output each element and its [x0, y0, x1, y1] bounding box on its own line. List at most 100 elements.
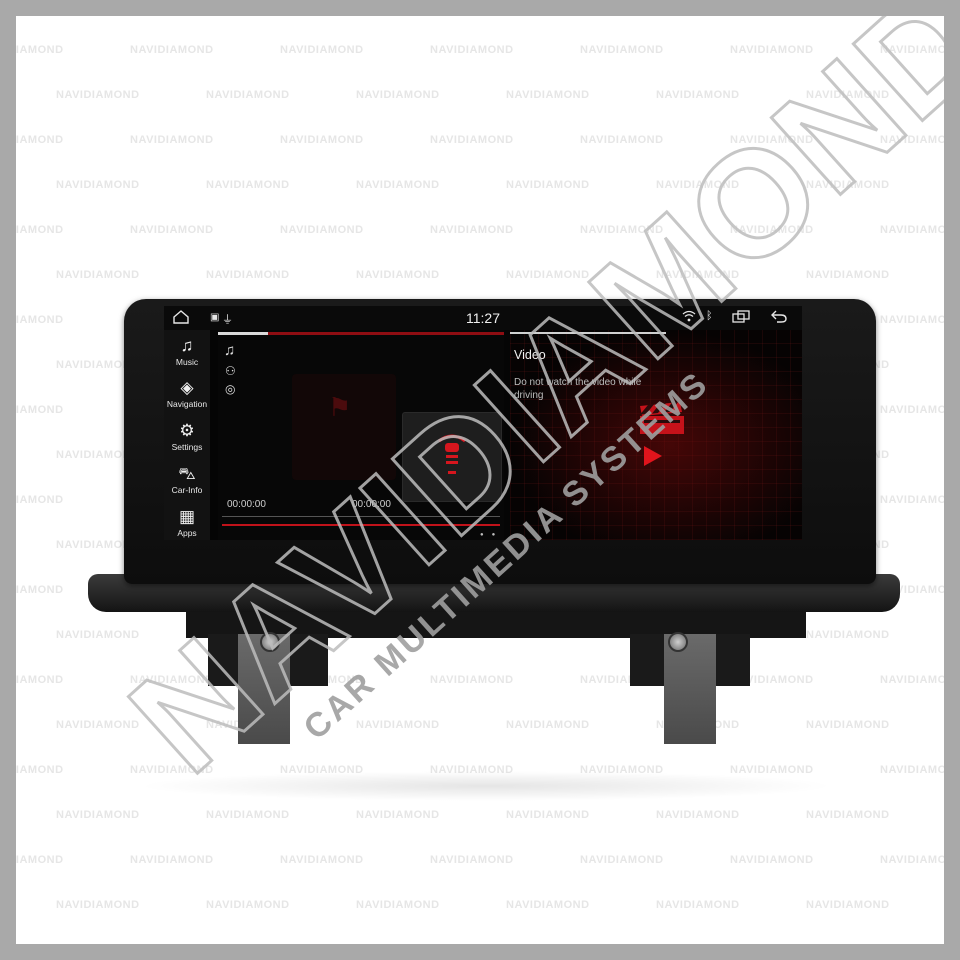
- album-cover-blurred: ⚑: [292, 374, 396, 480]
- watermark-text: NAVIDIAMOND: [16, 854, 64, 866]
- watermark-text: NAVIDIAMOND: [806, 89, 890, 101]
- seek-bar[interactable]: [222, 524, 500, 526]
- music-note-icon: ♫: [224, 342, 236, 359]
- clapperboard-icon: [632, 402, 688, 436]
- video-widget[interactable]: [510, 330, 802, 540]
- watermark-text: NAVIDIAMOND: [56, 269, 140, 281]
- app-sidebar: ♫ Music ◈ Navigation ⚙ Settings ⛍ Car-In…: [164, 330, 210, 540]
- watermark-text: NAVIDIAMOND: [430, 44, 514, 56]
- watermark-text: NAVIDIAMOND: [56, 809, 140, 821]
- watermark-text: NAVIDIAMOND: [56, 89, 140, 101]
- watermark-text: NAVIDIAMOND: [656, 179, 740, 191]
- watermark-text: NAVIDIAMOND: [430, 854, 514, 866]
- watermark-text: NAVIDIAMOND: [580, 44, 664, 56]
- album-icon: ◎: [225, 382, 236, 396]
- watermark-text: NAVIDIAMOND: [16, 584, 64, 596]
- gallery-icon: ▣: [210, 312, 220, 323]
- music-progress-fill: [218, 332, 268, 335]
- product-photo-frame: NAVIDIAMOND NAVIDIAMOND NAVIDIAMOND NAVIDIA…: [16, 16, 944, 944]
- watermark-text: NAVIDIAMOND: [806, 269, 890, 281]
- seek-track: [222, 516, 500, 517]
- watermark-text: NAVIDIAMOND: [656, 89, 740, 101]
- wifi-icon: [682, 310, 696, 325]
- watermark-text: NAVIDIAMOND: [656, 899, 740, 911]
- watermark-text: NAVIDIAMOND: [880, 404, 944, 416]
- watermark-text: NAVIDIAMOND: [656, 809, 740, 821]
- watermark-text: NAVIDIAMOND: [280, 44, 364, 56]
- watermark-text: NAVIDIAMOND: [506, 809, 590, 821]
- car-icon: ⛍: [178, 464, 196, 483]
- watermark-text: NAVIDIAMOND: [280, 854, 364, 866]
- artist-icon: ⚇: [225, 364, 236, 378]
- watermark-text: NAVIDIAMOND: [580, 224, 664, 236]
- watermark-text: NAVIDIAMOND: [506, 899, 590, 911]
- watermark-text: NAVIDIAMOND: [880, 494, 944, 506]
- watermark-text: NAVIDIAMOND: [730, 44, 814, 56]
- head-unit-screen: ▣ ⏚ 11:27 ᛒ ♫ Music ◈ Navigation: [164, 306, 802, 540]
- watermark-text: NAVIDIAMOND: [130, 134, 214, 146]
- watermark-text: NAVIDIAMOND: [806, 629, 890, 641]
- grid-icon: ▦: [178, 507, 196, 526]
- left-screw: [260, 632, 280, 652]
- right-bracket-plate: [664, 634, 716, 744]
- total-time: 00:00:00: [352, 499, 391, 510]
- sidebar-item-navigation[interactable]: ◈ Navigation: [164, 378, 210, 420]
- watermark-text: NAVIDIAMOND: [880, 764, 944, 776]
- back-icon[interactable]: [770, 310, 788, 326]
- video-progress: [510, 332, 666, 334]
- watermark-text: NAVIDIAMOND: [356, 899, 440, 911]
- watermark-text: NAVIDIAMOND: [880, 134, 944, 146]
- watermark-text: NAVIDIAMOND: [130, 674, 214, 686]
- watermark-text: NAVIDIAMOND: [280, 134, 364, 146]
- watermark-text: NAVIDIAMOND: [206, 809, 290, 821]
- watermark-text: NAVIDIAMOND: [506, 719, 590, 731]
- usb-icon: ⏚: [222, 314, 233, 326]
- sidebar-item-music[interactable]: ♫ Music: [164, 336, 210, 378]
- status-time: 11:27: [466, 310, 500, 326]
- sidebar-item-settings[interactable]: ⚙ Settings: [164, 421, 210, 463]
- watermark-text: NAVIDIAMOND: [506, 89, 590, 101]
- watermark-text: NAVIDIAMOND: [206, 179, 290, 191]
- watermark-text: NAVIDIAMOND: [430, 224, 514, 236]
- watermark-text: NAVIDIAMOND: [16, 404, 64, 416]
- multiwindow-icon[interactable]: [732, 310, 750, 326]
- watermark-text: NAVIDIAMOND: [206, 89, 290, 101]
- watermark-text: NAVIDIAMOND: [206, 899, 290, 911]
- watermark-text: NAVIDIAMOND: [880, 854, 944, 866]
- watermark-text: NAVIDIAMOND: [56, 899, 140, 911]
- sidebar-item-label: Navigation: [166, 399, 208, 409]
- watermark-text: NAVIDIAMOND: [356, 269, 440, 281]
- watermark-text: NAVIDIAMOND: [580, 134, 664, 146]
- watermark-text: NAVIDIAMOND: [16, 134, 64, 146]
- album-cover[interactable]: [402, 412, 502, 502]
- bluetooth-icon: ᛒ: [706, 310, 713, 322]
- home-icon[interactable]: [172, 310, 190, 327]
- video-warning: Do not watch the video while driving: [514, 377, 642, 401]
- speaker-icon: ⚑: [328, 392, 352, 422]
- status-bar: ▣ ⏚ 11:27 ᛒ: [164, 306, 802, 330]
- music-note-icon: ♫: [180, 336, 194, 355]
- watermark-text: NAVIDIAMOND: [656, 269, 740, 281]
- sidebar-item-car-info[interactable]: ⛍ Car-Info: [164, 464, 210, 506]
- watermark-text: NAVIDIAMOND: [130, 854, 214, 866]
- unit-reflection: [136, 771, 836, 801]
- watermark-text: NAVIDIAMOND: [806, 899, 890, 911]
- watermark-text: NAVIDIAMOND: [16, 764, 64, 776]
- watermark-text: NAVIDIAMOND: [56, 179, 140, 191]
- sidebar-item-apps[interactable]: ▦ Apps: [164, 507, 210, 540]
- watermark-text: NAVIDIAMOND: [16, 674, 64, 686]
- left-bracket-plate: [238, 634, 290, 744]
- unit-lower-body: [186, 608, 806, 638]
- watermark-text: NAVIDIAMOND: [880, 44, 944, 56]
- watermark-text: NAVIDIAMOND: [206, 269, 290, 281]
- watermark-text: NAVIDIAMOND: [356, 89, 440, 101]
- watermark-text: NAVIDIAMOND: [130, 44, 214, 56]
- watermark-text: NAVIDIAMOND: [580, 854, 664, 866]
- play-icon[interactable]: [644, 446, 662, 466]
- watermark-text: NAVIDIAMOND: [506, 269, 590, 281]
- gear-icon: ⚙: [179, 421, 195, 440]
- speaker-icon: [435, 431, 469, 484]
- watermark-text: NAVIDIAMOND: [56, 719, 140, 731]
- watermark-text: NAVIDIAMOND: [356, 719, 440, 731]
- watermark-text: NAVIDIAMOND: [356, 809, 440, 821]
